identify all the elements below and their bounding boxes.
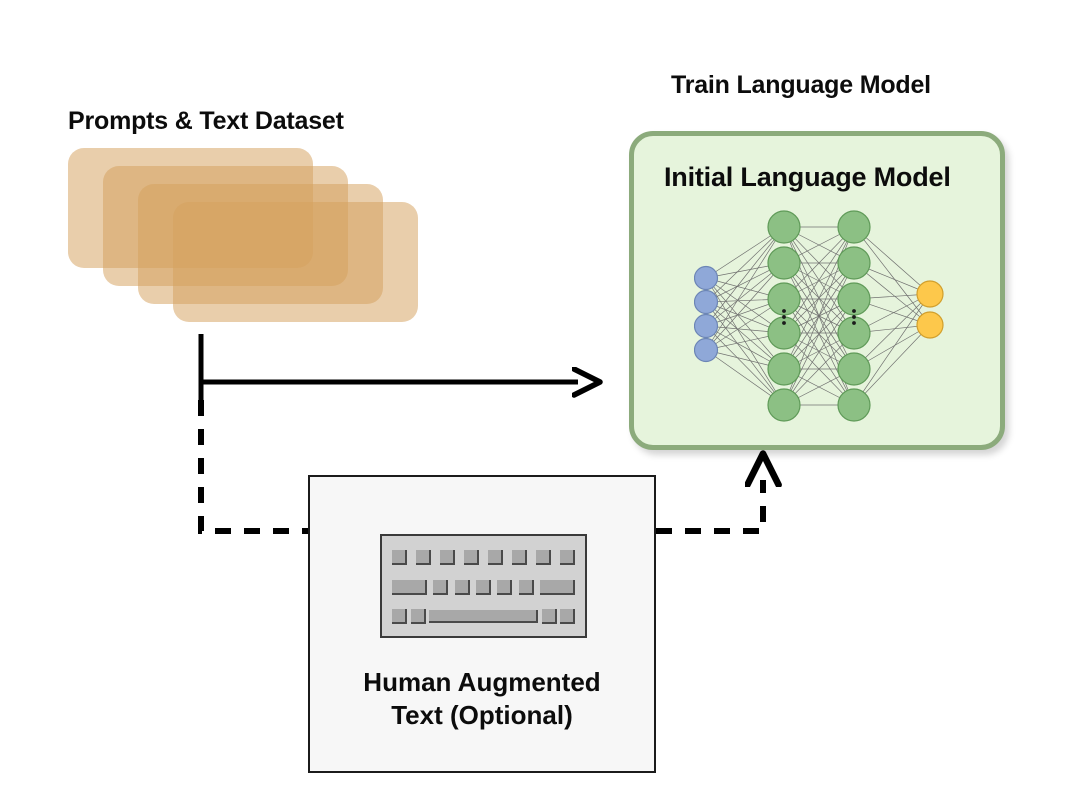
nn-hidden-2-ellipsis-icon <box>852 309 856 325</box>
nn-hidden-layer-1 <box>767 210 801 422</box>
human-augmented-text-box: Human Augmented Text (Optional) <box>308 475 656 773</box>
keyboard-key <box>518 580 534 595</box>
neural-network-graphic <box>694 210 944 422</box>
human-caption-line-2: Text (Optional) <box>391 700 573 731</box>
keyboard-key <box>541 609 557 624</box>
nn-hidden-node <box>767 246 801 280</box>
keyboard-row-1 <box>392 550 575 565</box>
initial-language-model-panel: Initial Language Model <box>629 131 1005 450</box>
keyboard-key <box>392 580 427 595</box>
human-caption-line-1: Human Augmented <box>363 667 601 697</box>
nn-output-node <box>916 311 944 339</box>
nn-hidden-node <box>837 246 871 280</box>
keyboard-key <box>560 550 575 565</box>
nn-hidden-node <box>837 352 871 386</box>
nn-hidden-layer-2 <box>837 210 871 422</box>
keyboard-row-2 <box>392 580 575 595</box>
keyboard-spacebar-key <box>429 610 538 623</box>
keyboard-key <box>440 550 455 565</box>
keyboard-key <box>560 609 575 624</box>
keyboard-key <box>536 550 551 565</box>
prompts-dataset-stack <box>68 148 418 323</box>
keyboard-key <box>464 550 479 565</box>
nn-output-node <box>916 280 944 308</box>
keyboard-key <box>416 550 431 565</box>
human-augmented-text-caption: Human Augmented Text (Optional) <box>310 666 654 733</box>
nn-hidden-node <box>767 210 801 244</box>
keyboard-key <box>512 550 527 565</box>
nn-hidden-node <box>767 388 801 422</box>
keyboard-icon <box>380 534 587 638</box>
nn-edges <box>705 226 931 406</box>
keyboard-key <box>488 550 503 565</box>
nn-hidden-1-ellipsis-icon <box>782 309 786 325</box>
nn-input-node <box>694 313 719 339</box>
nn-output-layer <box>916 280 944 339</box>
nn-hidden-node <box>837 388 871 422</box>
nn-hidden-node <box>767 352 801 386</box>
keyboard-key <box>392 550 407 565</box>
train-language-model-title: Train Language Model <box>671 71 931 99</box>
keyboard-key <box>539 580 575 595</box>
dataset-card-4 <box>173 202 418 322</box>
keyboard-key <box>454 580 470 595</box>
nn-input-node <box>694 337 719 363</box>
keyboard-key <box>433 580 449 595</box>
nn-input-node <box>694 265 719 291</box>
human-text-to-model-arrow <box>656 480 763 534</box>
keyboard-key <box>392 609 407 624</box>
nn-hidden-node <box>767 282 801 316</box>
keyboard-key <box>410 609 426 624</box>
keyboard-key <box>497 580 513 595</box>
keyboard-row-3 <box>392 609 575 624</box>
dataset-to-human-text-line <box>198 400 310 534</box>
nn-input-layer <box>694 265 719 363</box>
nn-input-node <box>694 289 719 315</box>
initial-language-model-title: Initial Language Model <box>664 162 951 192</box>
nn-hidden-node <box>837 210 871 244</box>
prompts-dataset-title: Prompts & Text Dataset <box>68 107 344 135</box>
nn-hidden-node <box>837 282 871 316</box>
keyboard-key <box>475 580 491 595</box>
